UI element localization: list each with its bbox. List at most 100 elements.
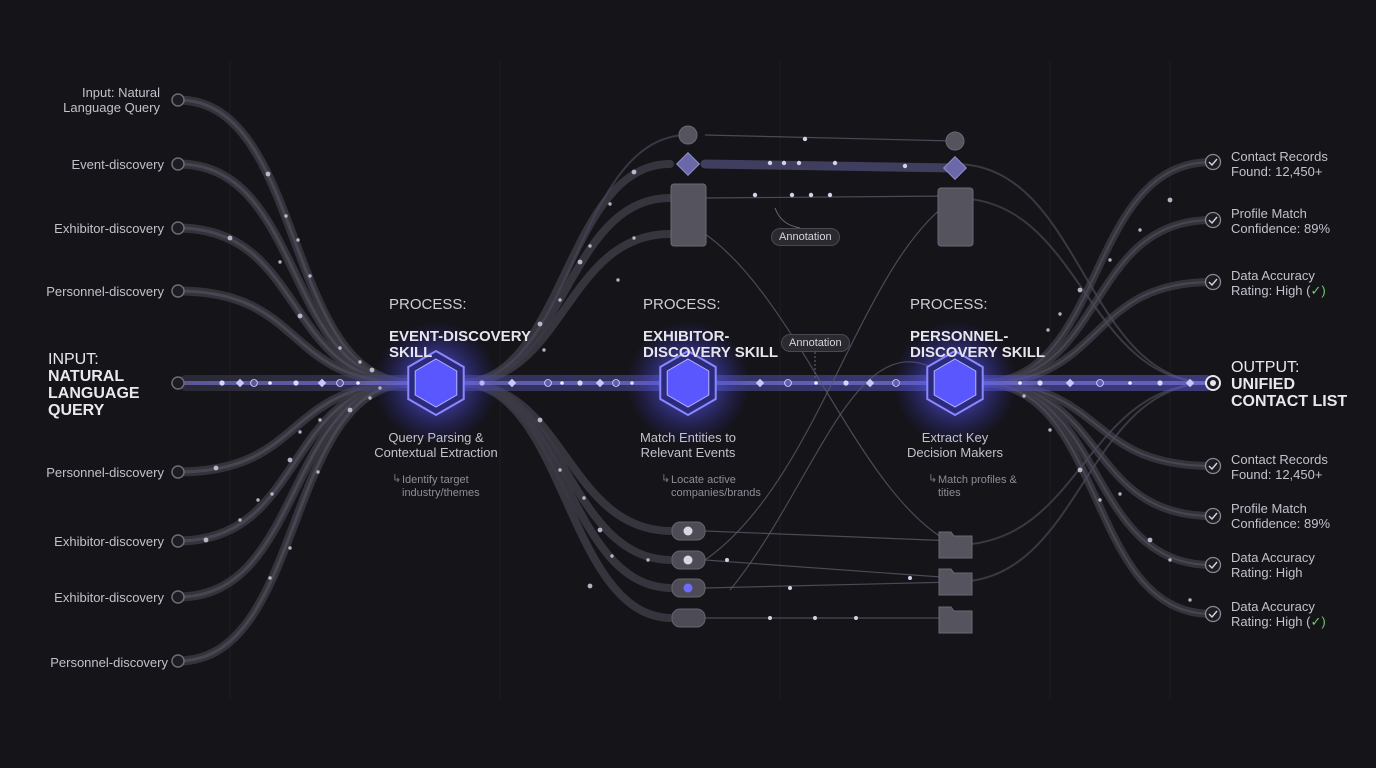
thin-connector — [704, 134, 956, 142]
thin-connector — [704, 530, 956, 542]
annotation-pill: Annotation — [771, 228, 840, 246]
check-mark — [1208, 512, 1218, 521]
result-text: Data Accuracy Rating: High ( — [1231, 599, 1315, 629]
output-port-dot — [1210, 380, 1216, 386]
input-title: INPUT: NATURAL LANGUAGE QUERY — [48, 351, 168, 419]
stream-particle — [268, 576, 272, 580]
source-label-personnel-discovery-2: Personnel-discovery — [46, 465, 164, 480]
result-text: Data Accuracy Rating: High ( — [1231, 268, 1315, 298]
cross-stream — [954, 197, 1213, 384]
stream-particle — [203, 537, 209, 543]
hub-hexagon-icon — [666, 358, 710, 408]
stream-particle — [1046, 328, 1050, 332]
document-node — [670, 183, 707, 247]
branch-stream — [456, 379, 676, 622]
stream-particle — [297, 313, 303, 319]
result-contact-records: Contact Records Found: 12,450+ — [1231, 149, 1346, 179]
process-hubs — [374, 321, 1017, 445]
result-text: Contact Records Found: 12,450+ — [1231, 452, 1328, 482]
beam-particle — [1037, 380, 1043, 386]
stream-particle — [358, 360, 362, 364]
check-mark — [1208, 462, 1218, 471]
connector-particle — [802, 136, 808, 142]
stream-particle — [1108, 258, 1112, 262]
input-stream-core — [176, 162, 414, 385]
stream-particle — [296, 238, 300, 242]
check-icon — [1204, 153, 1222, 171]
stage-prefix: PROCESS: — [910, 296, 988, 313]
input-stream-core — [176, 381, 414, 599]
result-text: Profile Match Confidence: 89% — [1231, 501, 1331, 531]
stream-particle — [582, 496, 586, 500]
input-port — [171, 590, 185, 604]
check-mark — [1208, 216, 1218, 225]
check-mark — [1208, 158, 1218, 167]
connector-particle — [788, 586, 792, 590]
beam-particle-ring — [1096, 379, 1104, 387]
beam-particle-diamond — [755, 378, 765, 388]
document-node — [937, 187, 974, 247]
thin-connector — [704, 581, 956, 589]
stream-particle — [270, 492, 274, 496]
stream-particle — [597, 527, 603, 533]
beam-particle — [1128, 381, 1132, 385]
beam-particle — [1157, 380, 1163, 386]
result-text: Profile Match Confidence: 89% — [1231, 206, 1331, 236]
stage-name: EXHIBITOR-DISCOVERY SKILL — [643, 328, 779, 361]
stream-particle — [610, 554, 614, 558]
input-port — [171, 221, 185, 235]
hub-hexagon-icon — [414, 358, 458, 408]
beam-particle-diamond — [235, 378, 245, 388]
beam-particle-diamond — [595, 378, 605, 388]
result-contact-records-2: Contact Records Found: 12,450+ — [1231, 452, 1346, 482]
stream-particle — [368, 396, 372, 400]
stream-particle — [631, 169, 637, 175]
check-icon: ✓) — [1310, 283, 1326, 298]
folder-icon — [938, 531, 973, 559]
stream-particle — [537, 321, 543, 327]
input-port — [171, 654, 185, 668]
beam-particle-ring — [784, 379, 792, 387]
cross-stream — [954, 382, 1213, 546]
stream-particle — [265, 171, 271, 177]
connector-particle — [808, 192, 814, 198]
check-icon — [1204, 507, 1222, 525]
stage-caption-personnel: Extract Key Decision Makers — [906, 430, 1004, 460]
beam-particle — [577, 380, 583, 386]
beam-particle-diamond — [507, 378, 517, 388]
connection-ports — [171, 93, 1222, 668]
connector-particle — [827, 192, 833, 198]
node-diamond — [675, 151, 701, 177]
stream-particle — [1118, 492, 1122, 496]
toggle-knob — [683, 583, 693, 593]
folder-icon — [938, 606, 973, 634]
check-mark — [1208, 561, 1218, 570]
source-label-exhibitor-discovery-3: Exhibitor-discovery — [54, 590, 164, 605]
toggle-knob — [683, 526, 693, 536]
input-port — [171, 376, 185, 390]
toggle-node — [671, 608, 706, 628]
check-icon — [1204, 273, 1222, 291]
node-diamond — [942, 155, 968, 181]
cross-stream — [954, 382, 1213, 583]
stream-particle — [338, 346, 342, 350]
node-circle — [678, 125, 698, 145]
thin-connector — [704, 559, 956, 579]
stage-prefix: PROCESS: — [389, 296, 467, 313]
beam-particle-ring — [544, 379, 552, 387]
result-profile-match: Profile Match Confidence: 89% — [1231, 206, 1346, 236]
stage-title-personnel: PROCESS: PERSONNEL-DISCOVERY SKILL — [910, 281, 1050, 377]
stream-particle — [588, 244, 592, 248]
toggle-knob — [683, 555, 693, 565]
beam-particle — [293, 380, 299, 386]
stream-particle — [347, 407, 353, 413]
stream-particle — [1138, 228, 1142, 232]
stream-particle — [558, 298, 562, 302]
connector-particle — [813, 616, 817, 620]
connector-particle — [789, 192, 795, 198]
stream-particle — [238, 518, 242, 522]
check-icon — [1204, 556, 1222, 574]
input-port — [171, 284, 185, 298]
check-mark — [1208, 278, 1218, 287]
stream-particle — [227, 235, 233, 241]
